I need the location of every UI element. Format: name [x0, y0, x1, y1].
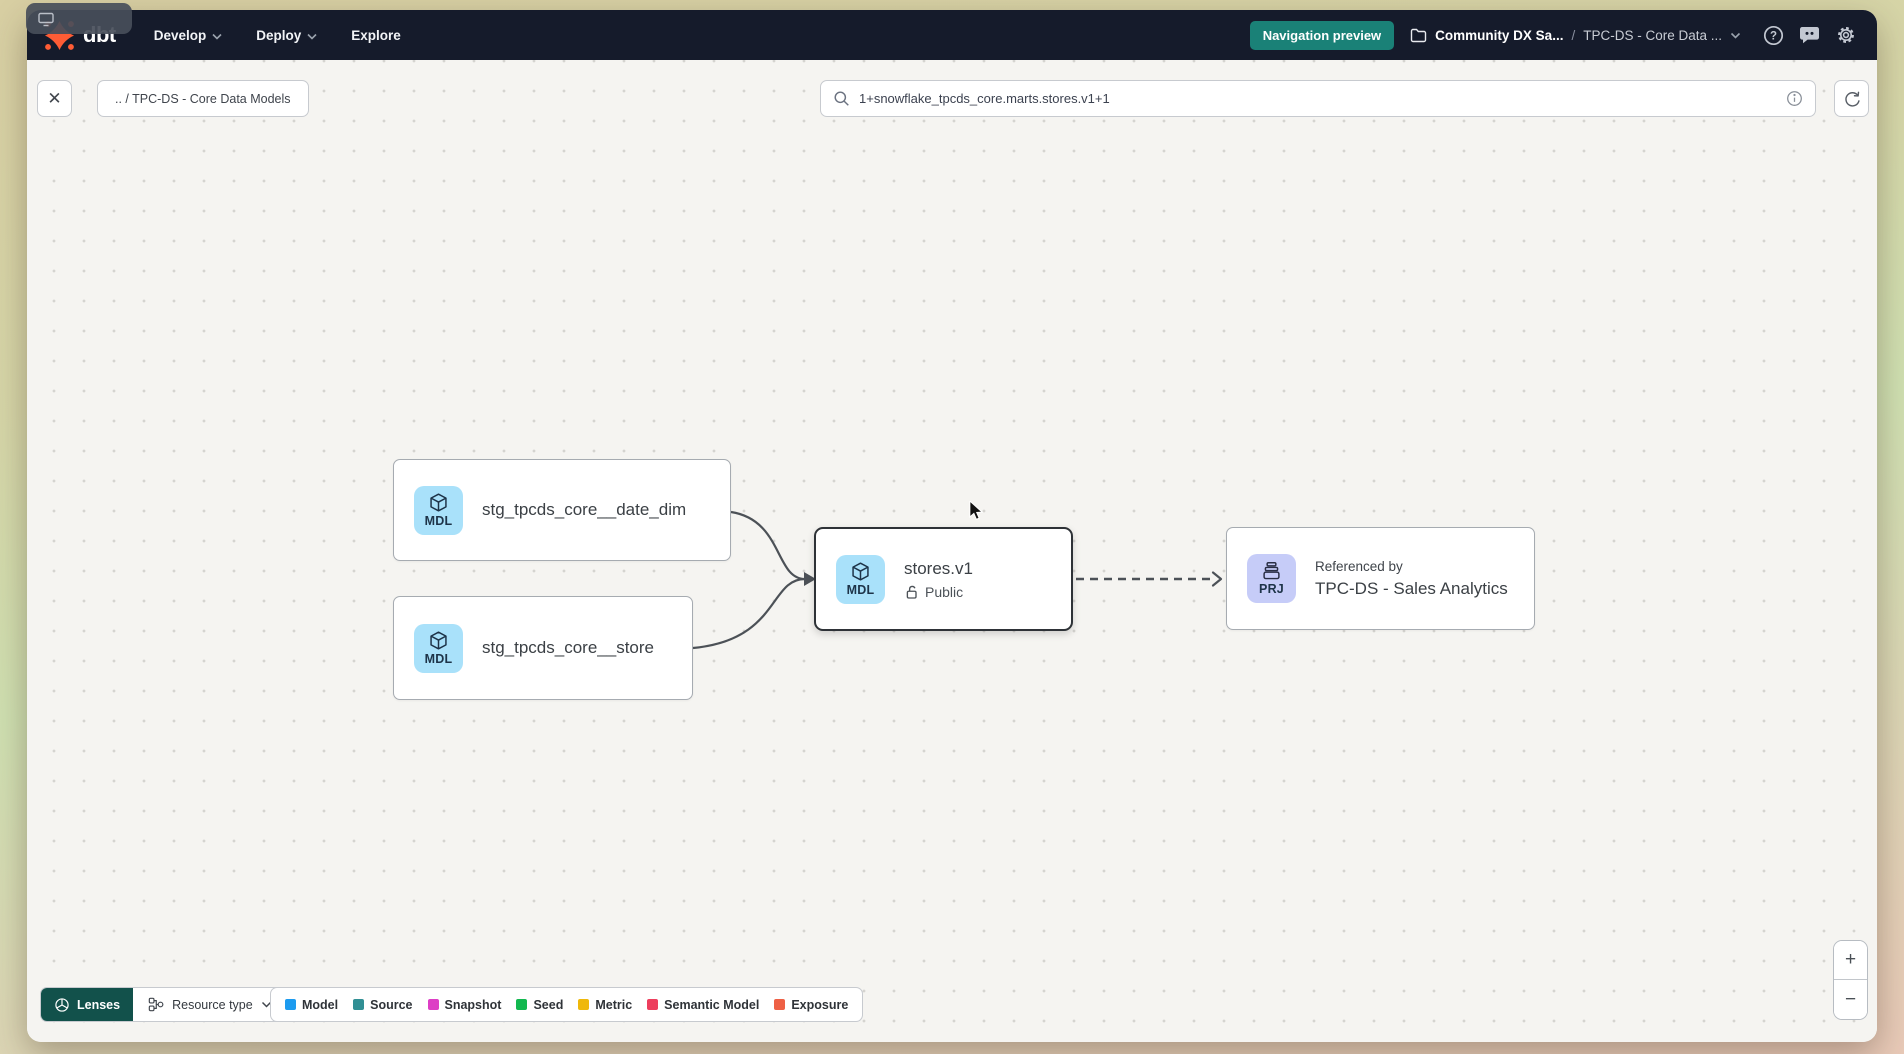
screen-share-indicator	[26, 3, 132, 34]
legend-item-model: Model	[285, 998, 338, 1012]
navigation-preview-badge[interactable]: Navigation preview	[1249, 20, 1395, 50]
svg-text:?: ?	[1770, 30, 1777, 42]
model-type-chip: MDL	[414, 623, 463, 673]
header-icons: ?	[1763, 24, 1857, 46]
unlock-icon	[906, 585, 917, 599]
cube-icon	[430, 493, 447, 512]
legend-swatch	[427, 999, 439, 1010]
legend-swatch	[774, 999, 786, 1010]
legend-swatch	[578, 999, 590, 1010]
feedback-icon[interactable]	[1799, 25, 1820, 45]
zoom-controls: + −	[1833, 940, 1868, 1020]
lens-aperture-icon	[55, 997, 69, 1012]
search-input[interactable]	[859, 91, 1777, 106]
access-badge: Public	[904, 584, 973, 600]
project-type-chip: PRJ	[1247, 554, 1296, 603]
node-stg-tpcds-core-store[interactable]: MDL stg_tpcds_core__store	[393, 596, 693, 700]
legend-item-source: Source	[353, 998, 413, 1012]
model-type-chip: MDL	[836, 554, 885, 604]
legend-swatch	[285, 999, 296, 1010]
stack-icon	[1263, 562, 1280, 580]
refresh-icon	[1844, 91, 1860, 107]
header-right: Navigation preview Community DX Sa... / …	[1249, 20, 1857, 50]
zoom-in-button[interactable]: +	[1834, 941, 1867, 980]
menu-develop[interactable]: Develop	[154, 28, 223, 43]
account-name[interactable]: Community DX Sa...	[1435, 27, 1564, 43]
settings-gear-icon[interactable]	[1835, 24, 1857, 46]
chevron-down-icon	[212, 33, 222, 40]
legend-item-exposure: Exposure	[774, 998, 848, 1012]
help-icon[interactable]: ?	[1763, 25, 1784, 46]
monitor-icon	[37, 11, 55, 27]
info-icon[interactable]	[1786, 90, 1803, 107]
close-lineage-button[interactable]: ✕	[37, 80, 72, 117]
lineage-path-chip[interactable]: .. / TPC-DS - Core Data Models	[97, 80, 309, 117]
main-menu: Develop Deploy Explore	[154, 28, 401, 43]
lenses-button[interactable]: Lenses	[41, 988, 134, 1021]
resource-type-legend: Model Source Snapshot Seed Metric Semant…	[270, 987, 864, 1022]
node-referenced-by-tpcds-sales-analytics[interactable]: PRJ Referenced by TPC-DS - Sales Analyti…	[1226, 527, 1535, 630]
chevron-down-icon[interactable]	[1730, 32, 1741, 39]
breadcrumb-separator: /	[1571, 27, 1576, 43]
legend-swatch	[516, 999, 528, 1010]
node-label: stg_tpcds_core__date_dim	[482, 500, 687, 519]
project-breadcrumb: Community DX Sa... / TPC-DS - Core Data …	[1410, 28, 1741, 43]
legend-item-semantic-model: Semantic Model	[647, 998, 759, 1012]
refresh-lineage-button[interactable]	[1834, 80, 1869, 117]
model-type-chip: MDL	[414, 485, 463, 535]
menu-explore[interactable]: Explore	[351, 27, 401, 43]
lineage-canvas[interactable]: ✕ .. / TPC-DS - Core Data Models	[27, 60, 1877, 1042]
search-icon	[833, 90, 850, 107]
resource-graph-icon	[148, 997, 164, 1012]
project-name[interactable]: TPC-DS - Core Data ...	[1583, 27, 1722, 43]
view-controls: Lenses Resource type	[40, 987, 287, 1022]
cube-icon	[430, 631, 447, 650]
legend-swatch	[647, 999, 659, 1010]
zoom-out-button[interactable]: −	[1834, 980, 1867, 1019]
app-window: dbt Develop Deploy Explore Navigation pr…	[27, 10, 1877, 1042]
chevron-down-icon	[307, 33, 317, 40]
node-label: TPC-DS - Sales Analytics	[1315, 578, 1508, 598]
legend-swatch	[353, 999, 365, 1010]
legend-item-seed: Seed	[516, 998, 563, 1012]
top-navbar: dbt Develop Deploy Explore Navigation pr…	[27, 10, 1877, 60]
folder-icon	[1410, 28, 1427, 43]
legend-item-metric: Metric	[578, 998, 632, 1012]
cube-icon	[852, 562, 869, 581]
lineage-search-bar	[820, 80, 1816, 117]
mouse-cursor	[969, 501, 984, 520]
legend-item-snapshot: Snapshot	[427, 998, 501, 1012]
chevron-down-icon	[261, 1001, 271, 1008]
node-stores-v1[interactable]: MDL stores.v1 Public	[814, 527, 1073, 631]
node-label: stores.v1	[904, 558, 973, 578]
referenced-by-label: Referenced by	[1315, 558, 1403, 574]
node-label: stg_tpcds_core__store	[482, 638, 654, 657]
resource-type-button[interactable]: Resource type	[133, 988, 286, 1021]
menu-deploy[interactable]: Deploy	[256, 28, 317, 43]
node-stg-tpcds-core-date-dim[interactable]: MDL stg_tpcds_core__date_dim	[393, 459, 731, 561]
